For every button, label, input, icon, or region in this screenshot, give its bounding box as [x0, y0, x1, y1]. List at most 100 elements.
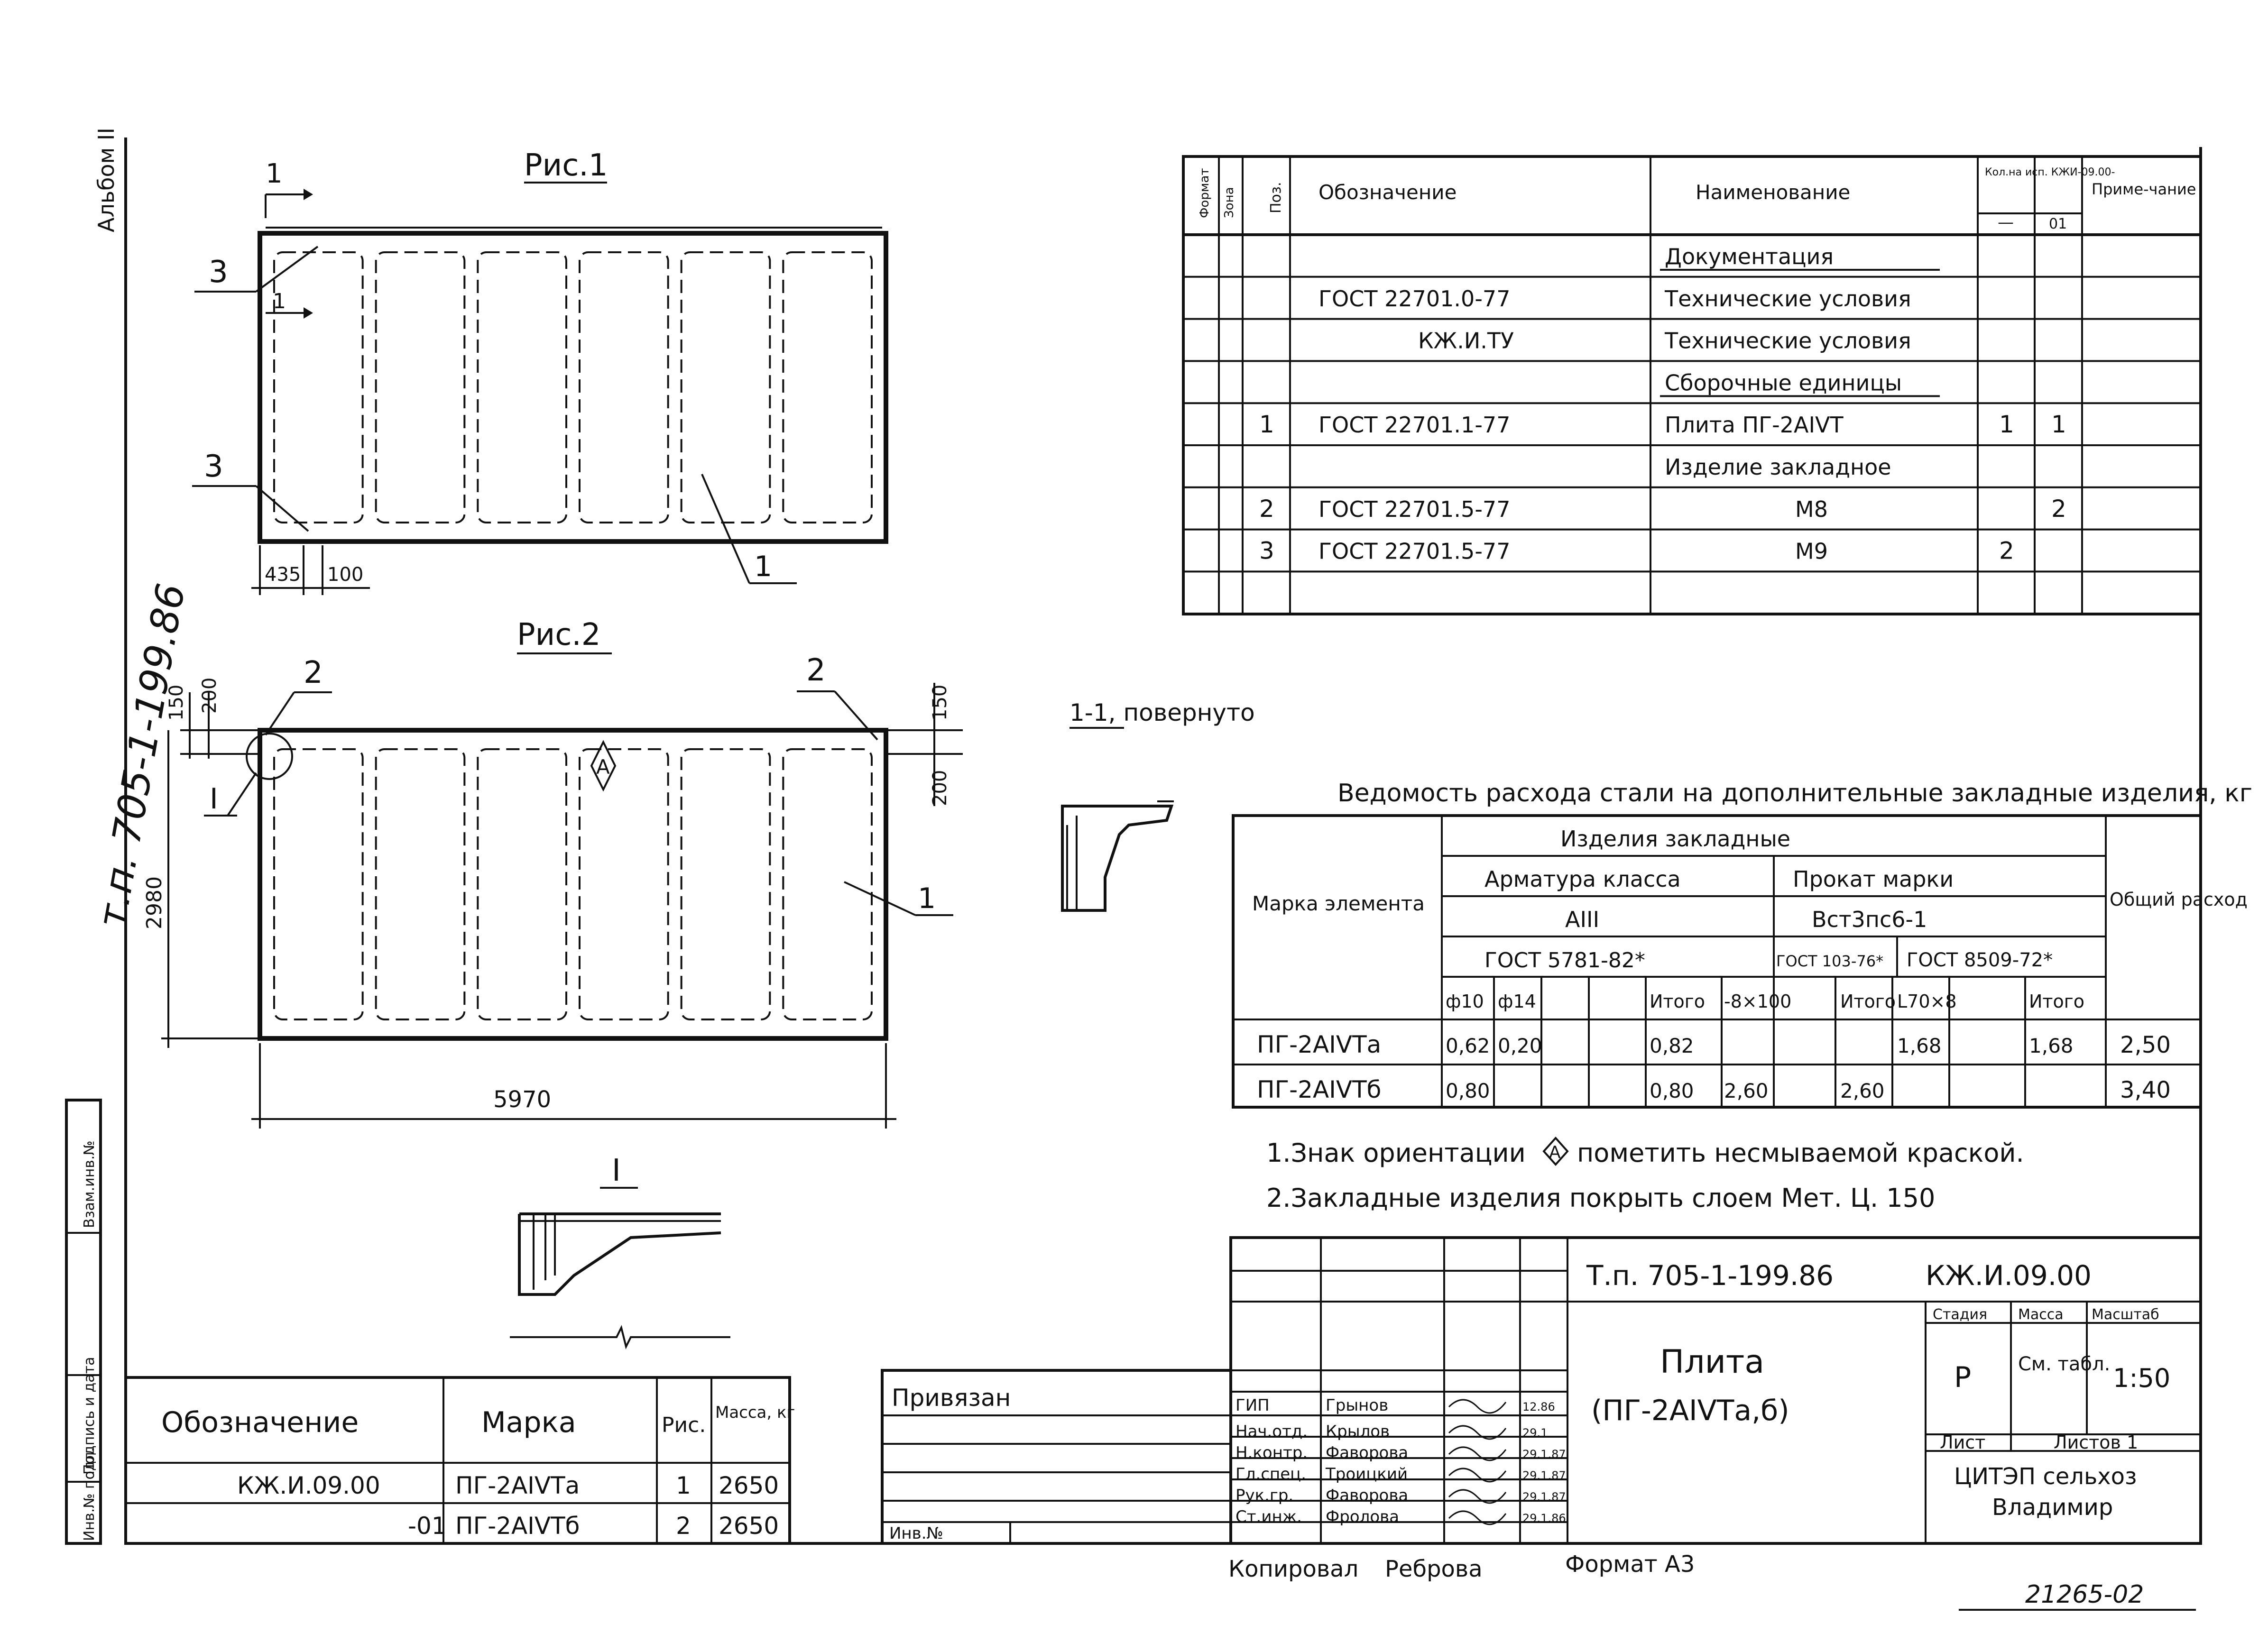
side-stamp: Инв.№ подл. Подпись и дата Взам.инв.№: [65, 1099, 102, 1545]
spec-h-zone: Зона: [1222, 187, 1236, 218]
fig1-slab: [258, 231, 888, 544]
signature-icon: [1448, 1468, 1507, 1483]
fig2-dim-150-right: 150: [929, 685, 951, 721]
rib-panel: [273, 251, 364, 523]
marks-h-des: Обозначение: [161, 1406, 359, 1439]
spec-row-name: Сборочные единицы: [1665, 370, 1902, 395]
rib-panel: [477, 251, 567, 523]
fig2-node-label: I: [210, 782, 218, 816]
spec-h-format: Формат: [1198, 168, 1212, 219]
tb-person-role: Гл.спец.: [1235, 1465, 1306, 1484]
fig1-ribs: [273, 251, 873, 523]
fig1-dim-435: 435: [265, 564, 301, 586]
steel-gost-arm: ГОСТ 5781-82*: [1484, 948, 1645, 973]
tb-scale-header: Масштаб: [2092, 1306, 2159, 1323]
tb-scale: 1:50: [2113, 1363, 2170, 1393]
fig2-callout-1: 1: [918, 882, 936, 915]
tb-org-2: Владимир: [1992, 1494, 2113, 1521]
spec-row-designation: КЖ.И.ТУ: [1418, 328, 1514, 354]
spec-row-designation: ГОСТ 22701.1-77: [1318, 412, 1510, 438]
side-code: т.п. 705-1-199.86: [89, 580, 194, 931]
marks-row-mass: 2650: [719, 1472, 779, 1499]
steel-row-mark: ПГ-2АIVТб: [1257, 1076, 1381, 1103]
spec-row-designation: ГОСТ 22701.0-77: [1318, 286, 1510, 312]
spec-row-qty-2: 2: [2051, 495, 2066, 523]
note-2: 2.Закладные изделия покрыть слоем Мет. Ц…: [1266, 1183, 1935, 1213]
fig2-node-circle: [246, 733, 293, 780]
marks-row-mark: ПГ-2АIVТа: [455, 1472, 580, 1499]
steel-sub-header: Итого: [1650, 991, 1705, 1012]
marks-row-fig: 2: [676, 1512, 691, 1540]
rib-panel: [680, 251, 771, 523]
steel-gost-103: ГОСТ 103-76*: [1776, 952, 1883, 970]
section-1-1: 1-1, повернуто: [1061, 699, 1255, 912]
note-1-mark: A: [1549, 1143, 1561, 1162]
tb-person-name: Фаворова: [1326, 1443, 1408, 1462]
marks-row-fig: 1: [676, 1472, 691, 1499]
fig2-callout-2-left: 2: [304, 655, 323, 690]
rib-panel: [782, 748, 873, 1020]
steel-class: АIII: [1565, 907, 1599, 932]
signature-icon: [1448, 1510, 1507, 1525]
fig2-callout-2-right: 2: [806, 653, 826, 688]
steel-row-cell: 0,20: [1498, 1034, 1542, 1057]
tb-person-role: Н.контр.: [1235, 1443, 1308, 1462]
fig2-slab: [258, 728, 888, 1041]
tied-block: Привязан Инв.№: [881, 1369, 1232, 1545]
rib-panel: [375, 748, 466, 1020]
spec-row-qty-1: 2: [1999, 537, 2014, 565]
marks-row-des: КЖ.И.09.00: [237, 1472, 380, 1499]
steel-armature: Арматура класса: [1484, 866, 1681, 892]
spec-h-qty-a: —: [1998, 213, 2014, 232]
fig2-orient-diamond: [590, 740, 617, 792]
rib-panel: [782, 251, 873, 523]
footer-format: Формат А3: [1565, 1551, 1695, 1578]
tb-sheet-header: Лист: [1940, 1432, 1985, 1453]
rib-panel: [477, 748, 567, 1020]
fig2-orient-letter: A: [596, 755, 610, 779]
spec-row-pos: 2: [1259, 495, 1274, 523]
steel-row-cell: 2,60: [1724, 1079, 1769, 1102]
steel-title: Ведомость расхода стали на дополнительны…: [1337, 779, 2252, 808]
footer: Копировал Реброва Формат А3 21265-02: [1228, 1551, 2196, 1611]
signature-icon: [1448, 1489, 1507, 1504]
spec-h-qty: Кол.на исп. КЖИ-09.00-: [1985, 166, 2115, 178]
steel-row-cell: 0,62: [1446, 1034, 1490, 1057]
steel-items-header: Изделия закладные: [1560, 826, 1790, 852]
fig2-title: Рис.2: [517, 617, 600, 652]
footer-number: 21265-02: [2025, 1580, 2144, 1609]
tb-person-role: Нач.отд.: [1235, 1422, 1308, 1441]
note-1b: пометить несмываемой краской.: [1577, 1138, 2024, 1168]
tb-person-name: Троицкий: [1325, 1465, 1408, 1484]
spec-row-name: М9: [1795, 539, 1828, 564]
steel-row-cell: 0,80: [1650, 1079, 1694, 1102]
spec-row-name: Технические условия: [1664, 286, 1911, 312]
tb-person-role: Ст.инж.: [1235, 1507, 1302, 1526]
signature-icon: [1448, 1446, 1507, 1461]
marks-h-fig: Рис.: [662, 1413, 706, 1437]
rib-panel: [579, 748, 669, 1020]
marks-h-mass: Масса, кг: [715, 1403, 795, 1422]
spec-row-designation: ГОСТ 22701.5-77: [1318, 496, 1510, 522]
spec-row-pos: 1: [1259, 411, 1274, 438]
fig1-callout-1: 1: [754, 550, 772, 583]
fig1-cut-mark-bottom: 1: [273, 289, 286, 313]
tb-person-name: Грынов: [1326, 1396, 1388, 1415]
rib-panel: [273, 748, 364, 1020]
spec-row-name: Технические условия: [1664, 328, 1911, 354]
spec-row-designation: ГОСТ 22701.5-77: [1318, 539, 1510, 564]
spec-row-name: Изделие закладное: [1665, 454, 1891, 480]
marks-row-mark: ПГ-2АIVТб: [455, 1512, 580, 1540]
steel-total-header: Общий расход: [2110, 889, 2248, 910]
signature-icon: [1448, 1399, 1507, 1414]
steel-row-total: 3,40: [2120, 1077, 2171, 1103]
steel-vst: Вст3пс6-1: [1812, 907, 1927, 932]
tb-person-date: 29.1.87: [1522, 1448, 1566, 1461]
tb-code: Т.п. 705-1-199.86: [1586, 1259, 1834, 1292]
spec-row-qty-1: 1: [1999, 411, 2014, 438]
spec-h-designation: Обозначение: [1318, 181, 1457, 204]
steel-sub-header: Итого: [2029, 991, 2084, 1012]
rib-panel: [680, 748, 771, 1020]
tb-org-1: ЦИТЭП сельхоз: [1954, 1463, 2137, 1490]
fig1-dim-100: 100: [327, 564, 363, 586]
